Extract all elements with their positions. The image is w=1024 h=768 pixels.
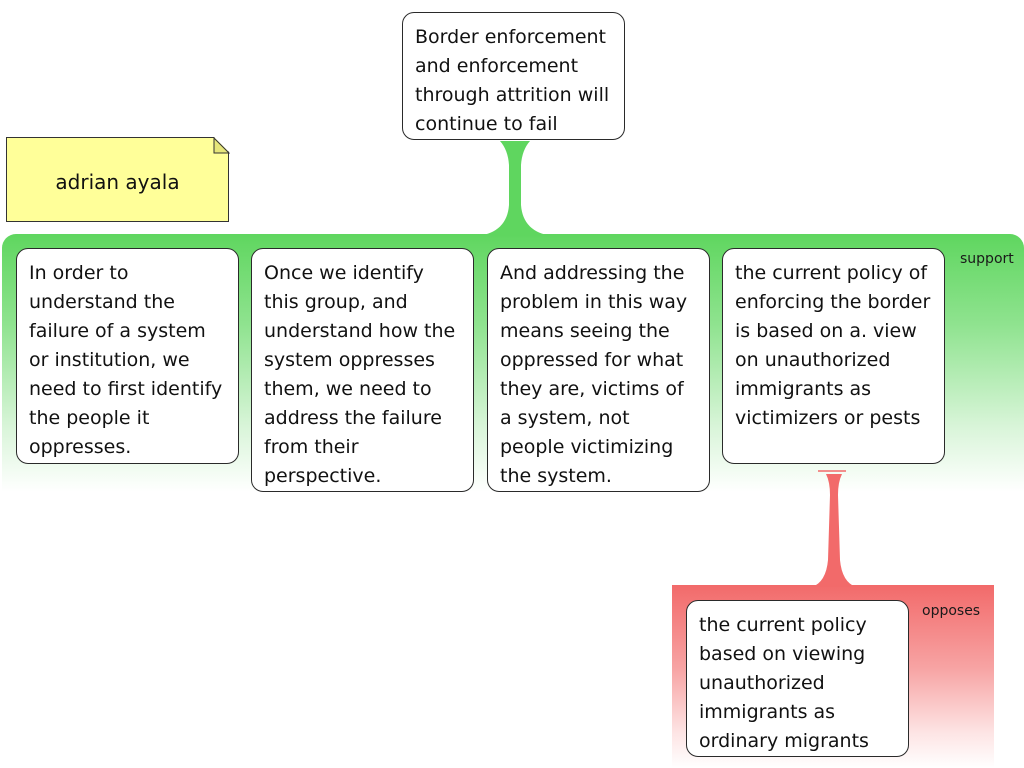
note-fold-icon — [213, 137, 230, 154]
author-name: adrian ayala — [55, 170, 180, 194]
premise-box-3[interactable]: And addressing the problem in this way m… — [487, 248, 710, 492]
main-claim-box[interactable]: Border enforcement and enforcement throu… — [402, 12, 625, 140]
premise-box-2[interactable]: Once we identify this group, and underst… — [251, 248, 474, 492]
premise-box-1[interactable]: In order to understand the failure of a … — [16, 248, 239, 464]
support-connector — [478, 141, 552, 236]
objection-box[interactable]: the current policy based on viewing unau… — [686, 600, 909, 757]
premise-box-4[interactable]: the current policy of enforcing the bord… — [722, 248, 945, 464]
opposes-label: opposes — [922, 603, 981, 619]
support-label: support — [960, 251, 1014, 267]
author-note[interactable] — [6, 137, 229, 222]
